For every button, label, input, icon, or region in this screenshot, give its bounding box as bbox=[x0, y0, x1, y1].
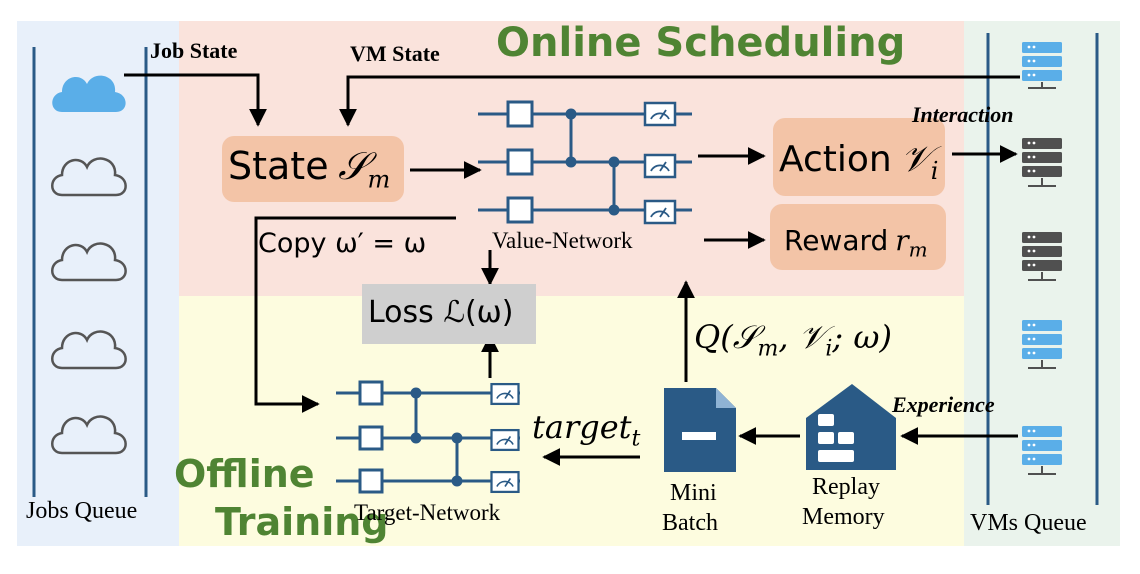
vms-queue-label: VMs Queue bbox=[970, 510, 1087, 536]
experience-label: Experience bbox=[892, 392, 995, 417]
interaction-label: Interaction bbox=[912, 102, 1014, 127]
mini-batch-label-1: Mini bbox=[670, 480, 717, 506]
target-t-label: targett bbox=[532, 408, 641, 452]
reward-box bbox=[770, 204, 946, 270]
target-network-label: Target-Network bbox=[354, 500, 501, 525]
value-network-label: Value-Network bbox=[492, 228, 633, 253]
action-label: Action 𝒱i bbox=[779, 139, 939, 186]
target-network-circuit bbox=[336, 380, 520, 494]
reward-label: Reward rm bbox=[784, 224, 928, 262]
replay-memory-icon bbox=[806, 384, 896, 470]
cloud-icon bbox=[51, 242, 127, 282]
mini-batch-label-2: Batch bbox=[662, 510, 718, 536]
job-state-label: Job State bbox=[150, 38, 238, 63]
loss-box bbox=[362, 284, 536, 344]
meter-icon bbox=[490, 470, 520, 494]
meter-icon bbox=[643, 199, 677, 225]
replay-memory-label-1: Replay bbox=[812, 474, 880, 500]
online-scheduling-title: Online Scheduling bbox=[496, 20, 906, 66]
copy-label: Copy ω′ = ω bbox=[258, 228, 427, 259]
replay-memory-label-2: Memory bbox=[802, 504, 885, 530]
loss-label: Loss ℒ(ω) bbox=[368, 295, 514, 330]
document-icon bbox=[664, 388, 736, 472]
offline-title: Offline bbox=[174, 452, 315, 496]
state-box bbox=[222, 136, 404, 202]
meter-icon bbox=[643, 153, 677, 179]
state-label: State 𝒮m bbox=[228, 144, 391, 194]
q-function-label: Q(𝒮m, 𝒱i; ω) bbox=[694, 318, 892, 362]
training-title: Training bbox=[215, 500, 389, 544]
cloud-icon bbox=[51, 415, 127, 455]
vm-state-label: VM State bbox=[350, 41, 440, 66]
meter-icon bbox=[643, 101, 677, 127]
cloud-icon bbox=[51, 157, 127, 197]
cloud-icon bbox=[52, 75, 126, 112]
cloud-icon bbox=[51, 330, 127, 370]
jobs-queue-label: Jobs Queue bbox=[26, 498, 138, 524]
action-box bbox=[773, 118, 945, 196]
meter-icon bbox=[490, 382, 520, 406]
meter-icon bbox=[490, 428, 520, 452]
